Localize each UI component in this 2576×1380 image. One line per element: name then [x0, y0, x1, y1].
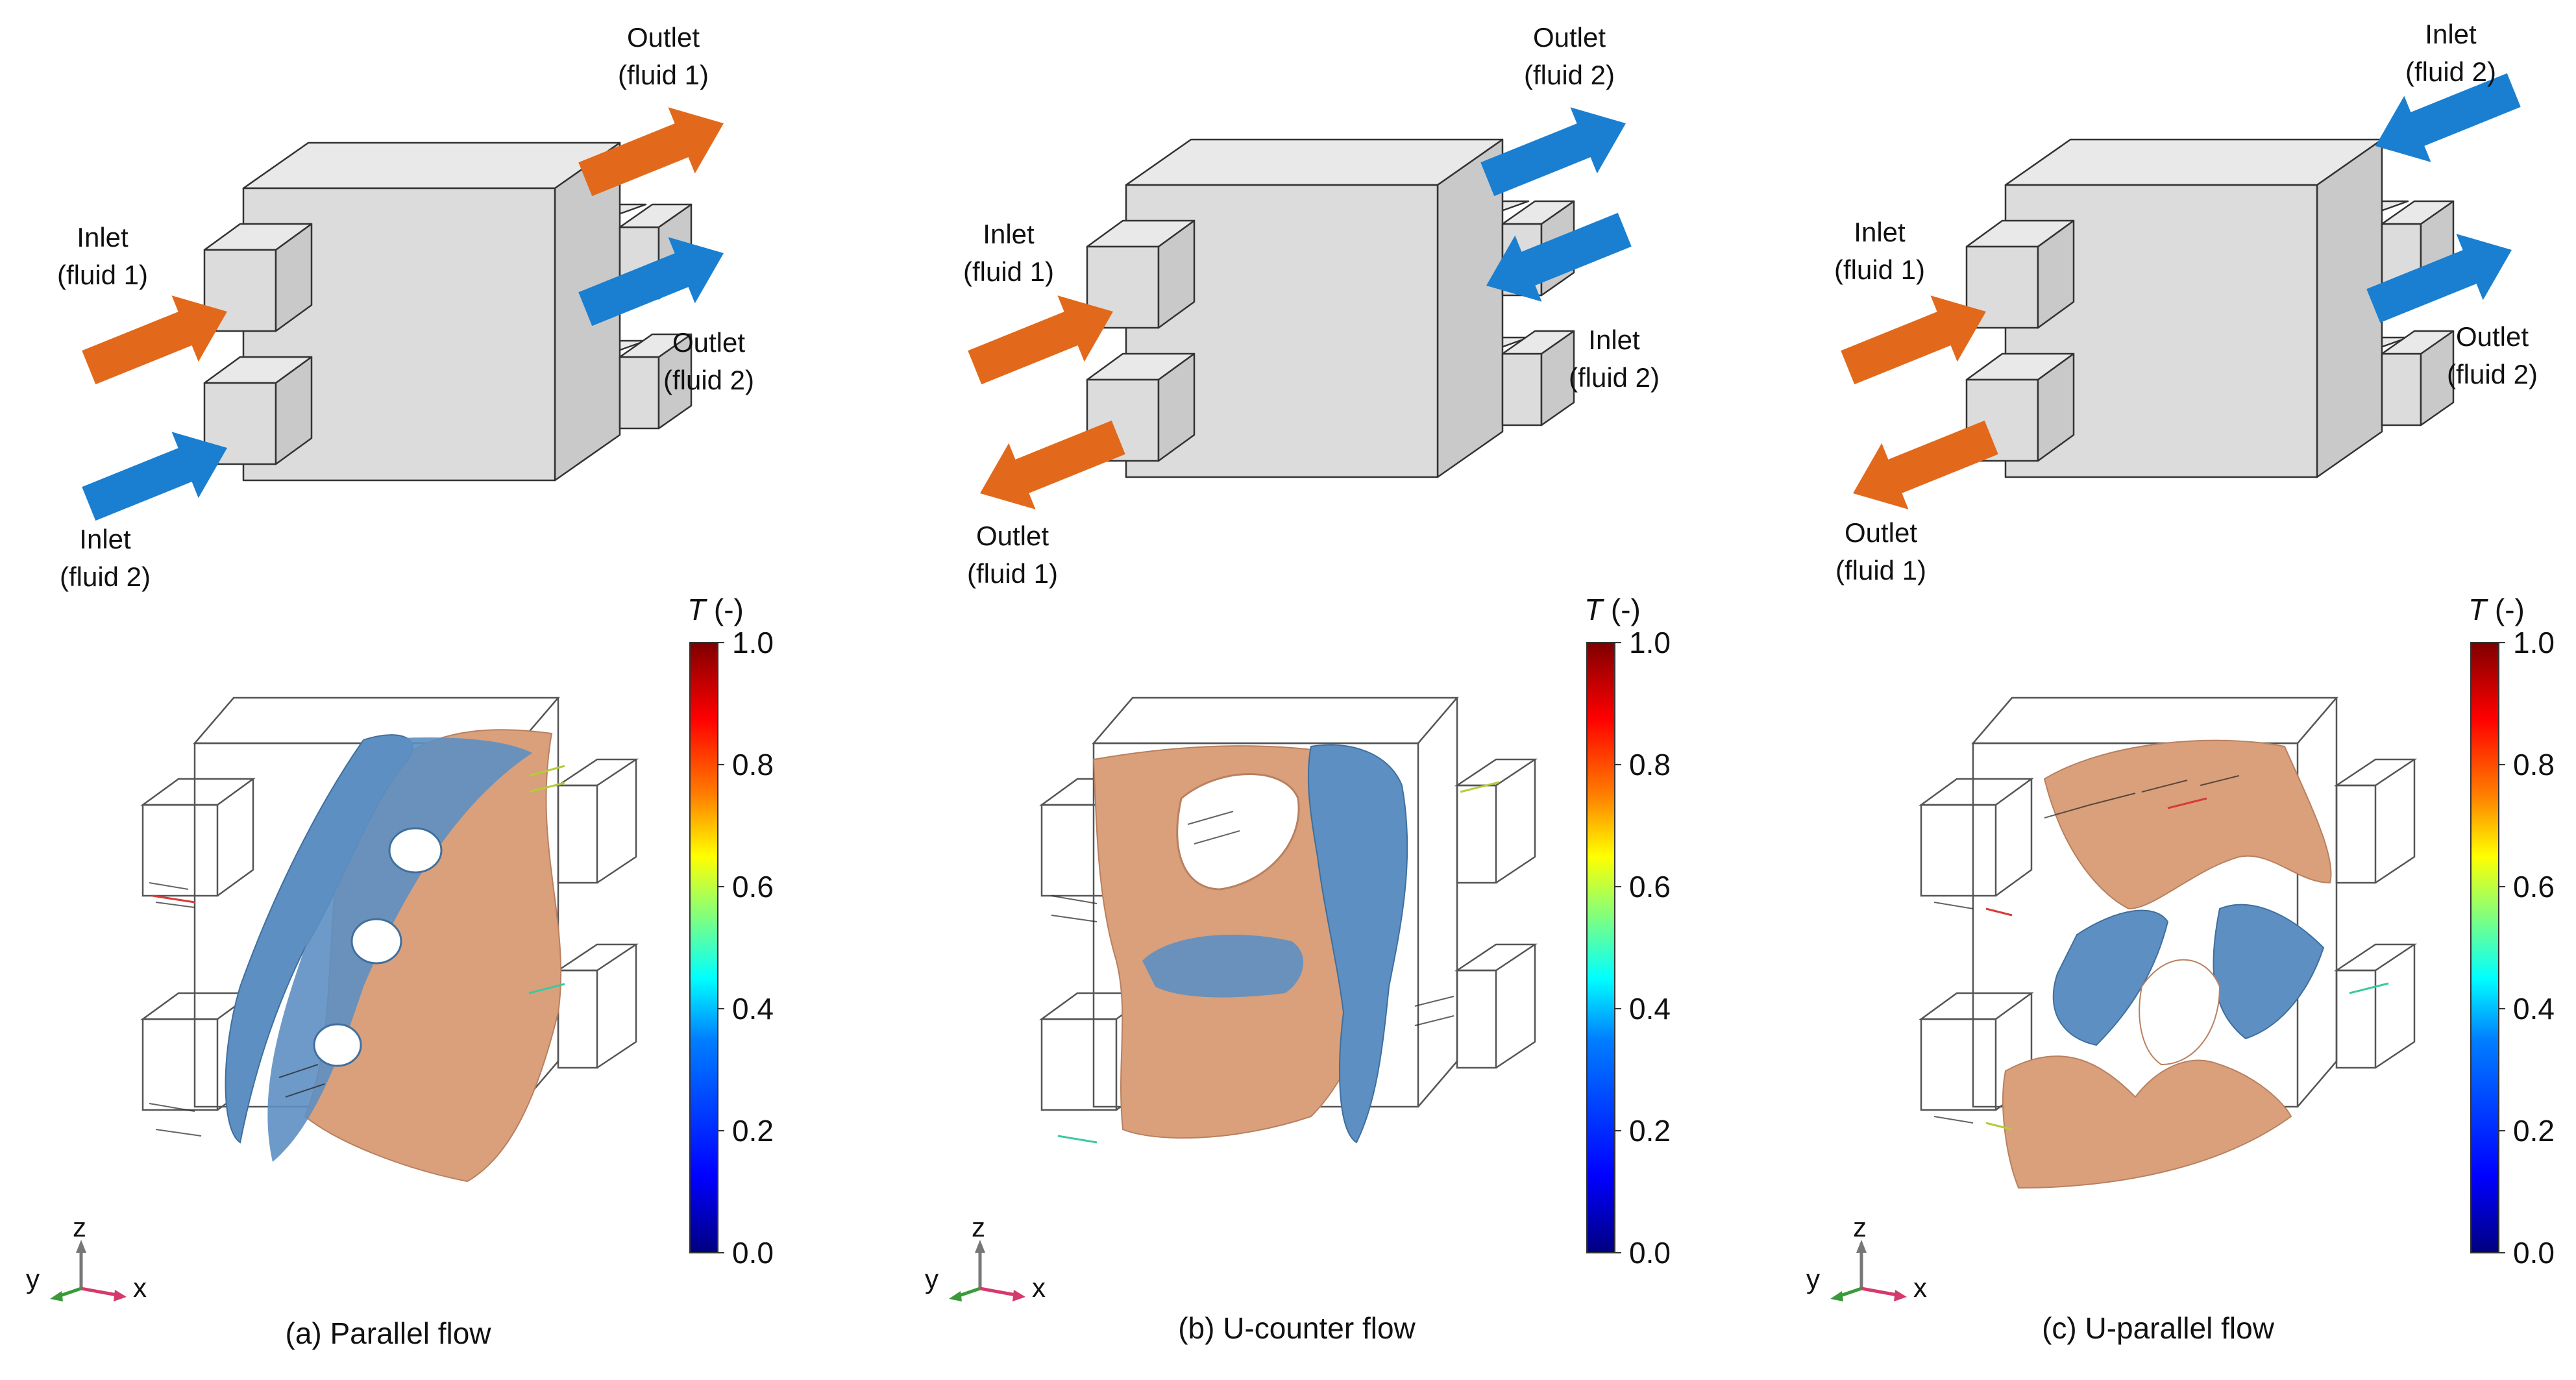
label-c-3-l2: (fluid 1) — [1835, 555, 1926, 585]
label-c-0-l1: Inlet — [2425, 19, 2477, 49]
triad-y-b: y — [925, 1264, 938, 1294]
iso-surface-cold-c-right — [2213, 904, 2325, 1040]
triad-x-b: x — [1032, 1272, 1046, 1303]
panel-a: Outlet (fluid 1) Inlet (fluid 1) Outlet … — [26, 22, 754, 1350]
colorbar-tick-label: 0.2 — [732, 1114, 774, 1148]
colorbar-tick-label: 0.4 — [732, 992, 774, 1026]
simulation-c — [1920, 696, 2416, 1189]
colorbar-c: T (-)1.0 0.8 0.6 0.4 0.2 0.0 — [2468, 593, 2555, 1270]
colorbar-tick-label: 0.0 — [1629, 1236, 1671, 1270]
label-a-1-l2: (fluid 1) — [57, 260, 148, 290]
colorbar-title-var-c: T — [2468, 593, 2488, 626]
colorbar-title-var-b: T — [1584, 593, 1604, 626]
caption-c: (c) U-parallel flow — [2042, 1311, 2275, 1345]
colorbar-tick-label: 0.8 — [1629, 748, 1671, 782]
colorbar-tick-label: 0.0 — [732, 1236, 774, 1270]
label-b-3-l1: Outlet — [976, 521, 1049, 551]
label-b-0-l2: (fluid 2) — [1524, 60, 1615, 90]
colorbar-title-b: T (-) — [1584, 593, 1641, 626]
colorbar-a: T (-)1.0 0.8 0.6 0.4 0.2 0.0 — [687, 593, 774, 1270]
axes-triad-a — [50, 1240, 127, 1301]
colorbar-tick-label: 1.0 — [1629, 626, 1671, 659]
simulation-b — [1040, 696, 1536, 1144]
axes-triad-b — [949, 1240, 1025, 1301]
triad-z-c: z — [1853, 1212, 1867, 1242]
label-b-1-l1: Inlet — [983, 219, 1035, 249]
colorbar-tick-label: 0.4 — [1629, 992, 1671, 1026]
colorbar-gradient-a — [689, 642, 718, 1253]
colorbar-gradient-c — [2470, 642, 2499, 1253]
label-a-2-l2: (fluid 2) — [663, 365, 754, 395]
colorbar-title-a: T (-) — [687, 593, 744, 626]
colorbar-title-var-a: T — [687, 593, 707, 626]
colorbar-tick-label: 0.0 — [2513, 1236, 2555, 1270]
iso-surface-hot-c-top — [2043, 739, 2332, 910]
label-b-3-l2: (fluid 1) — [967, 558, 1058, 589]
colorbar-tick-label: 0.8 — [732, 748, 774, 782]
label-a-0-l2: (fluid 1) — [618, 60, 709, 90]
colorbar-tick-label: 0.6 — [1629, 870, 1671, 904]
label-a-3-l2: (fluid 2) — [60, 561, 151, 592]
triad-x-c: x — [1913, 1272, 1927, 1303]
colorbars: T (-)1.00.80.60.40.20.0T (-)1.00.80.60.4… — [687, 593, 2555, 1270]
label-c-1-l1: Inlet — [1854, 217, 1906, 247]
colorbar-tick-label: 0.2 — [1629, 1114, 1671, 1148]
colorbar-tick-label: 0.4 — [2513, 992, 2555, 1026]
colorbar-title-c: T (-) — [2468, 593, 2525, 626]
iso-surface-cold-c-left — [2052, 909, 2169, 1046]
colorbar-title-unit-a: (-) — [705, 593, 744, 626]
colorbar-tick-label: 0.2 — [2513, 1114, 2555, 1148]
label-c-2-l2: (fluid 2) — [2447, 359, 2538, 389]
colorbar-tick-label: 0.6 — [2513, 870, 2555, 904]
label-a-1-l1: Inlet — [77, 222, 129, 253]
colorbar-title-unit-b: (-) — [1602, 593, 1641, 626]
iso-surface-hot-c-bottom — [2002, 1055, 2292, 1189]
iso-surface-cold-b — [1307, 744, 1408, 1144]
label-c-0-l2: (fluid 2) — [2405, 56, 2496, 87]
panel-c: Inlet (fluid 2) Inlet (fluid 1) Outlet (… — [1806, 19, 2538, 1345]
label-a-2-l1: Outlet — [672, 327, 745, 358]
label-a-3-l1: Inlet — [79, 524, 131, 554]
colorbar-tick-label: 1.0 — [732, 626, 774, 659]
colorbar-gradient-b — [1586, 642, 1615, 1253]
simulation-a — [141, 696, 637, 1183]
triad-z-b: z — [972, 1212, 985, 1242]
label-b-2-l2: (fluid 2) — [1569, 362, 1660, 393]
label-b-2-l1: Inlet — [1588, 325, 1640, 355]
label-a-0-l1: Outlet — [627, 22, 700, 53]
label-c-2-l1: Outlet — [2456, 321, 2529, 352]
label-b-1-l2: (fluid 1) — [963, 256, 1054, 287]
colorbar-tick-label: 1.0 — [2513, 626, 2555, 659]
label-b-0-l1: Outlet — [1533, 22, 1606, 53]
label-c-3-l1: Outlet — [1845, 517, 1917, 548]
label-c-1-l2: (fluid 1) — [1834, 254, 1925, 285]
arrow-outlet-fluid1-c — [1839, 404, 2005, 526]
arrow-outlet-fluid1-b — [966, 404, 1132, 526]
colorbar-tick-label: 0.8 — [2513, 748, 2555, 782]
colorbar-tick-label: 0.6 — [732, 870, 774, 904]
caption-a: (a) Parallel flow — [286, 1316, 492, 1350]
triad-z-a: z — [73, 1212, 86, 1242]
triad-y-c: y — [1806, 1264, 1820, 1294]
colorbar-b: T (-)1.0 0.8 0.6 0.4 0.2 0.0 — [1584, 593, 1671, 1270]
panel-b: Outlet (fluid 2) Inlet (fluid 1) Inlet (… — [925, 22, 1660, 1345]
caption-b: (b) U-counter flow — [1178, 1311, 1416, 1345]
colorbar-title-unit-c: (-) — [2486, 593, 2525, 626]
triad-y-a: y — [26, 1264, 40, 1294]
axes-triad-c — [1830, 1240, 1907, 1301]
triad-x-a: x — [133, 1272, 147, 1303]
